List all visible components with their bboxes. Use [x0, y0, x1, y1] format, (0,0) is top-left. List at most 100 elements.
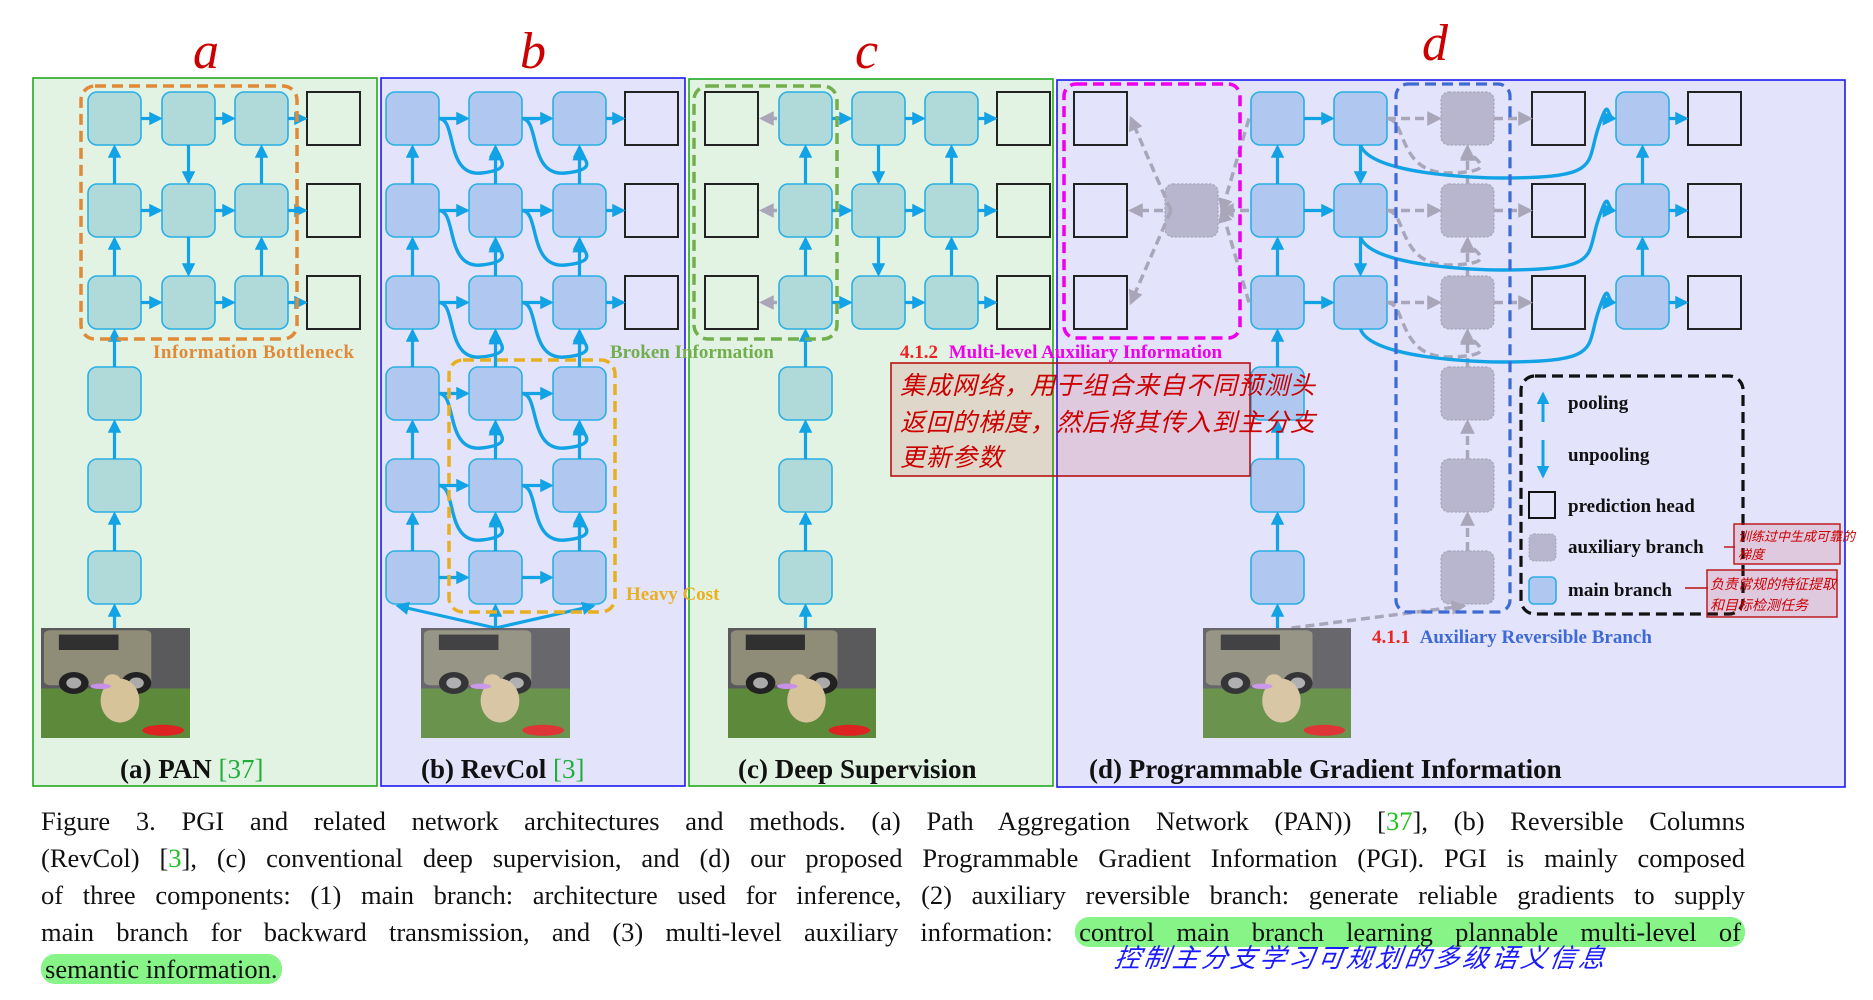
main-branch-node — [468, 183, 523, 238]
handwritten-letter-d: d — [1422, 15, 1449, 72]
main-branch-node — [778, 550, 833, 605]
main-branch-node — [778, 275, 833, 330]
reversible-connection — [1358, 107, 1617, 180]
annotation-aux-branch-line-1: 训练过中生成可靠的 — [1738, 529, 1857, 544]
panel-c-label: (c) Deep Supervision — [738, 754, 977, 784]
panel-a-ref-link[interactable]: [37] — [218, 754, 263, 784]
flow-arrow — [395, 601, 496, 630]
main-branch-node — [385, 183, 440, 238]
prediction-head — [704, 275, 759, 330]
caption-text: ], (b) Reversible Columns — [1412, 806, 1746, 836]
main-branch-node — [1615, 275, 1670, 330]
legend-label-prediction-head: prediction head — [1568, 496, 1695, 517]
handwritten-letter-c: c — [855, 23, 878, 80]
main-branch-node — [468, 91, 523, 146]
main-branch-node — [778, 366, 833, 421]
panel-a-label-text: (a) PAN — [120, 754, 218, 784]
annotation-aux-branch-note: 训练过中生成可靠的 梯度 — [1724, 523, 1857, 565]
caption-text: (RevCol) [ — [41, 843, 169, 873]
main-branch-node — [468, 458, 523, 513]
caption-text: ], (c) conventional deep supervision, an… — [181, 843, 1745, 873]
main-branch-node — [234, 275, 289, 330]
main-branch-node — [1250, 458, 1305, 513]
annotation-main-branch-line-2: 和目标检测任务 — [1710, 598, 1809, 614]
main-branch-node — [385, 458, 440, 513]
caption-line-4: main branch for backward transmission, a… — [41, 917, 1745, 947]
main-branch-node — [87, 550, 142, 605]
main-branch-node — [851, 275, 906, 330]
annotation-multi-level-line-3: 更新参数 — [900, 444, 1006, 472]
main-branch-node — [87, 91, 142, 146]
broken-information-region — [692, 84, 839, 341]
dashed-reversible-connection — [1386, 208, 1483, 267]
main-branch-node — [1333, 183, 1388, 238]
caption-line-1: Figure 3. PGI and related network archit… — [41, 806, 1745, 836]
dashed-reversible-connection — [1386, 300, 1483, 359]
prediction-head — [704, 91, 759, 146]
main-branch-node — [552, 458, 607, 513]
main-branch-node — [1250, 183, 1305, 238]
auxiliary-branch-node — [1440, 366, 1495, 421]
panel-a-label: (a) PAN [37] — [120, 754, 263, 784]
caption-ref-3-link[interactable]: 3 — [168, 843, 182, 873]
information-bottleneck-label: Information Bottleneck — [153, 342, 355, 363]
caption-line-2: (RevCol) [3], (c) conventional deep supe… — [41, 843, 1745, 873]
prediction-head-square-icon — [1528, 491, 1556, 519]
annotation-caption-note: 控制主分支学习可规划的多级语义信息 — [1112, 944, 1610, 974]
main-branch-node — [1615, 183, 1670, 238]
input-image-c — [728, 628, 876, 738]
caption-text: main branch for backward transmission, a… — [41, 917, 1076, 947]
handwritten-letters: a b c d — [193, 15, 1449, 80]
main-branch-node — [552, 183, 607, 238]
auxiliary-reversible-label: 4.1.1 Auxiliary Reversible Branch — [1372, 627, 1652, 648]
prediction-head — [1073, 275, 1128, 330]
dashed-gradient-arrow — [1291, 600, 1467, 630]
annotation-multi-level-line-2: 返回的梯度，然后将其传入到主分支 — [900, 409, 1318, 437]
reversible-connection — [521, 208, 589, 267]
auxiliary-branch-node — [1440, 550, 1495, 605]
annotation-main-branch-note: 负责常规的特征提取 和目标检测任务 — [1685, 569, 1838, 618]
main-branch-node — [924, 91, 979, 146]
annotation-multi-level-note: 集成网络，用于组合来自不同预测头 返回的梯度，然后将其传入到主分支 更新参数 — [890, 362, 1318, 477]
panel-b-ref-link[interactable]: [3] — [553, 754, 584, 784]
main-branch-node — [1250, 275, 1305, 330]
main-branch-node-icon — [1528, 576, 1557, 605]
reversible-connection — [521, 300, 589, 359]
broken-information-label: Broken Information — [610, 342, 774, 363]
auxiliary-branch-node-icon — [1528, 533, 1557, 562]
dashed-gradient-arrow — [1218, 207, 1251, 303]
caption-text: Figure 3. PGI and related network archit… — [41, 806, 1386, 836]
main-branch-node — [1250, 91, 1305, 146]
information-bottleneck-region — [79, 84, 299, 341]
main-branch-node — [87, 275, 142, 330]
panel-b-label: (b) RevCol [3] — [421, 754, 584, 784]
annotation-main-branch-line-1: 负责常规的特征提取 — [1710, 577, 1838, 593]
annotation-aux-branch-line-2: 梯度 — [1738, 547, 1766, 562]
main-branch-node — [385, 366, 440, 421]
legend-label-main-branch: main branch — [1568, 580, 1672, 601]
auxiliary-reversible-region — [1394, 82, 1512, 614]
main-branch-node — [87, 183, 142, 238]
main-branch-node — [851, 183, 906, 238]
main-branch-node — [552, 550, 607, 605]
reversible-connection — [438, 391, 505, 450]
auxiliary-branch-node — [1440, 183, 1495, 238]
heavy-cost-region — [447, 358, 617, 614]
prediction-head — [1073, 183, 1128, 238]
main-branch-node — [385, 91, 440, 146]
dashed-reversible-connection — [1386, 116, 1483, 175]
main-branch-node — [87, 458, 142, 513]
reversible-connection — [1358, 199, 1617, 272]
auxiliary-branch-node — [1440, 91, 1495, 146]
main-branch-node — [385, 275, 440, 330]
caption-highlight: semantic information. — [41, 954, 282, 984]
input-image-a — [41, 628, 190, 738]
main-branch-node — [778, 458, 833, 513]
main-branch-node — [778, 91, 833, 146]
main-branch-node — [924, 183, 979, 238]
main-branch-node — [87, 366, 142, 421]
caption-ref-37-link[interactable]: 37 — [1386, 806, 1413, 836]
reversible-connection — [438, 208, 505, 267]
main-branch-node — [468, 366, 523, 421]
auxiliary-branch-node — [1164, 183, 1219, 238]
